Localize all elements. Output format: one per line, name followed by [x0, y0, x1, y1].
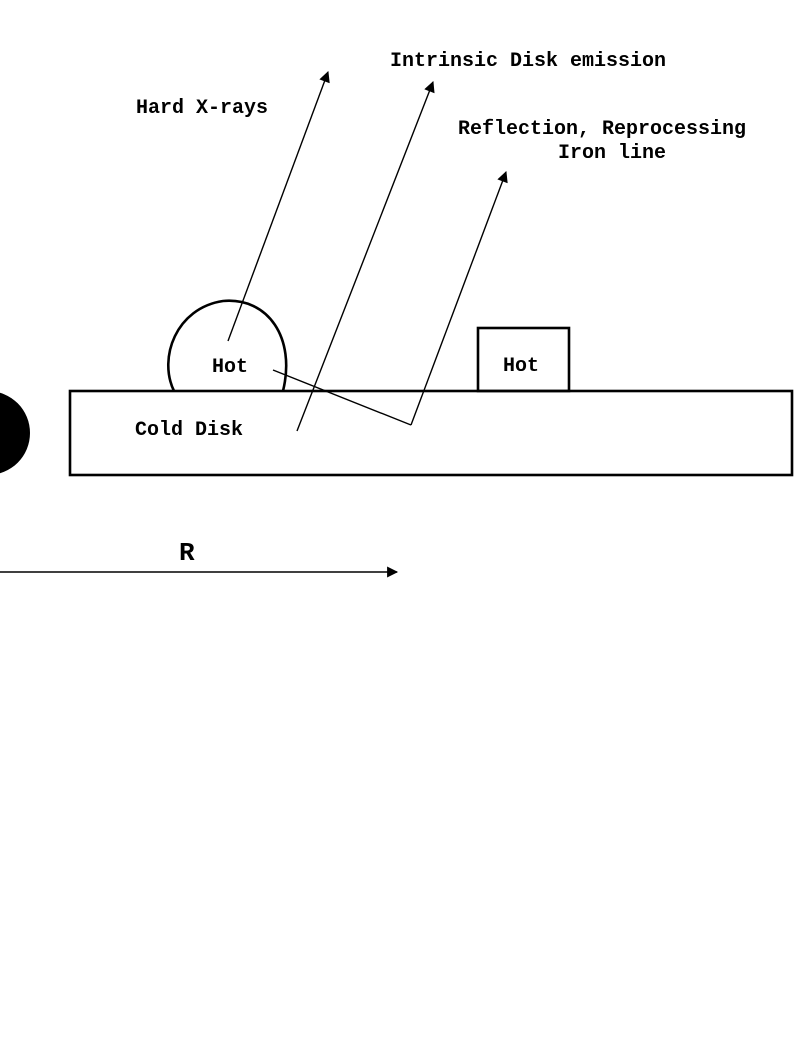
- hot-blob-label: Hot: [503, 355, 539, 378]
- hot-blob-box: [476, 326, 571, 393]
- cold-disk-slab: [68, 389, 794, 477]
- intrinsic-emission-arrow: [296, 80, 435, 432]
- incident-ray: [272, 369, 412, 426]
- intrinsic-disk-emission-label: Intrinsic Disk emission: [390, 50, 666, 73]
- hard-xrays-arrow: [227, 70, 330, 342]
- cold-disk-label: Cold Disk: [135, 419, 243, 442]
- hot-corona-label: Hot: [212, 356, 248, 379]
- reflection-arrow: [410, 170, 508, 426]
- radius-axis-label: R: [179, 538, 195, 568]
- reflection-reprocessing-label: Reflection, Reprocessing: [458, 118, 746, 141]
- hot-corona-dome: [166, 299, 288, 392]
- iron-line-label: Iron line: [558, 142, 666, 165]
- black-hole: [0, 392, 30, 474]
- hard-xrays-label: Hard X-rays: [136, 97, 268, 120]
